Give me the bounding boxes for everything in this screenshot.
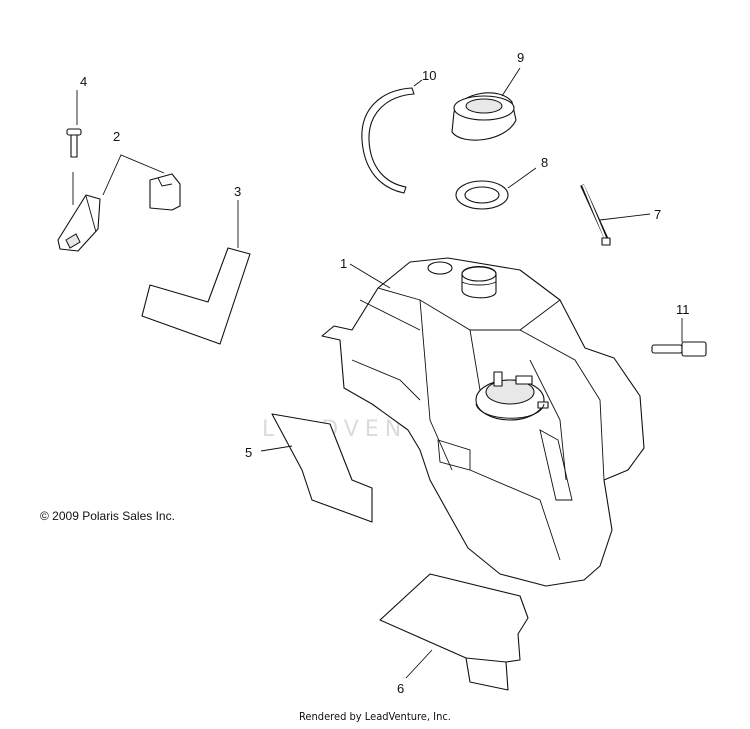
callout-10: 10 bbox=[422, 68, 436, 83]
part-1-fuel-tank bbox=[321, 257, 645, 587]
callout-9: 9 bbox=[517, 50, 524, 65]
callout-11: 11 bbox=[676, 302, 690, 317]
part-2-brackets bbox=[57, 154, 181, 252]
callout-6: 6 bbox=[397, 681, 404, 696]
copyright-notice: © 2009 Polaris Sales Inc. bbox=[40, 509, 175, 523]
callout-1: 1 bbox=[340, 256, 347, 271]
part-6-bottom-pad bbox=[379, 573, 529, 691]
callout-2: 2 bbox=[113, 129, 120, 144]
part-10-hose bbox=[361, 79, 423, 194]
rendered-by-footer: Rendered by LeadVenture, Inc. bbox=[299, 710, 451, 723]
callout-3: 3 bbox=[234, 184, 241, 199]
part-3-pad bbox=[141, 200, 251, 345]
callout-7: 7 bbox=[654, 207, 661, 222]
callout-4: 4 bbox=[80, 74, 87, 89]
callout-5: 5 bbox=[245, 445, 252, 460]
part-4-bolt bbox=[66, 90, 82, 205]
part-9-fuel-cap bbox=[451, 67, 521, 141]
part-8-gasket bbox=[455, 167, 537, 210]
callout-8: 8 bbox=[541, 155, 548, 170]
part-5-heat-shield bbox=[260, 413, 373, 523]
part-11-fitting bbox=[651, 318, 707, 357]
part-7-cable-tie bbox=[580, 184, 651, 246]
